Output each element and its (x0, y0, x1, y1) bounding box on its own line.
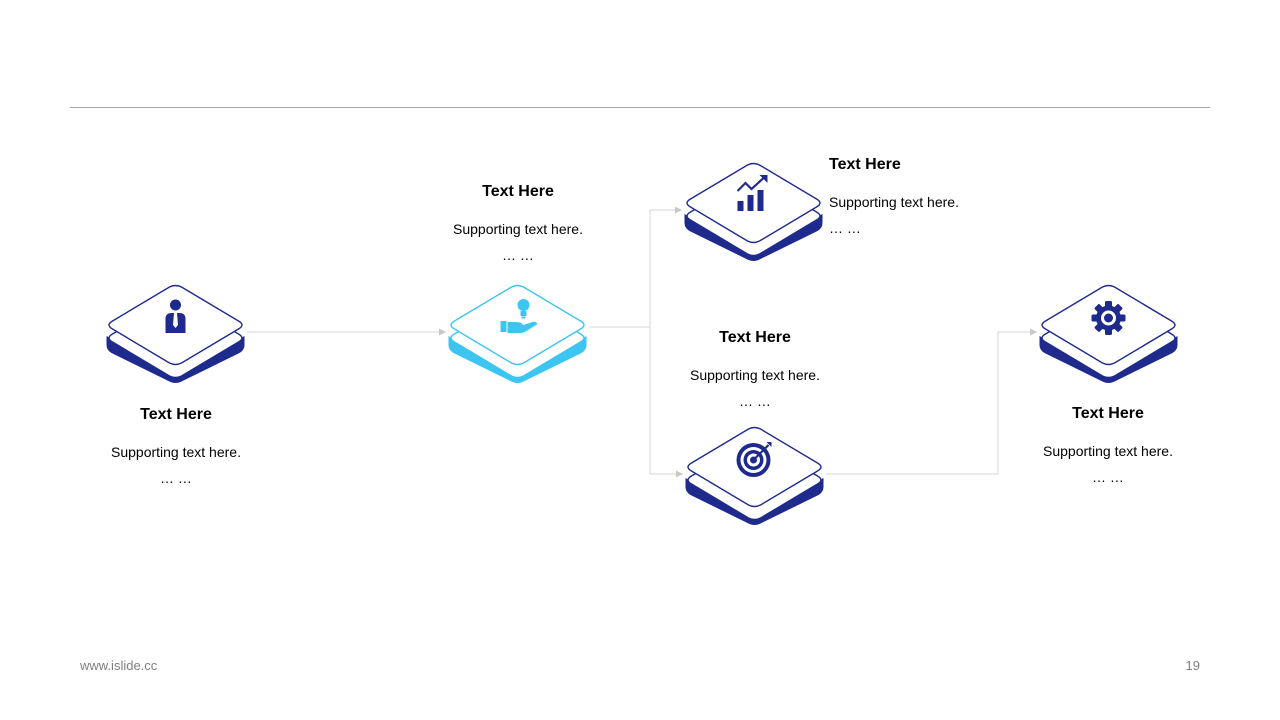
node-3-text: Text Here Supporting text here. … … (829, 155, 1029, 235)
node-5-ellipsis: … … (1092, 469, 1124, 485)
connectors (247, 206, 1037, 478)
footer-website: www.islide.cc (80, 658, 158, 673)
node-5-supporting-text: Supporting text here. (1043, 443, 1173, 459)
top-divider (70, 107, 1210, 108)
node-5-title: Text Here (1072, 405, 1144, 422)
node-3-supporting-text: Supporting text here. (829, 194, 959, 210)
gear-icon (1091, 301, 1126, 335)
node-1-supporting-text: Supporting text here. (111, 444, 241, 460)
lightbulb-hand-icon (500, 299, 538, 333)
node-3-title: Text Here (829, 156, 901, 173)
target-icon (736, 442, 772, 477)
node-2-title: Text Here (482, 183, 554, 200)
node-5-text: Text Here Supporting text here. … … (988, 404, 1228, 484)
connector-4-5 (826, 328, 1037, 475)
node-3-platform (684, 162, 823, 261)
growth-chart-icon (736, 175, 768, 211)
node-5-platform (1039, 284, 1178, 383)
node-1-title: Text Here (140, 406, 212, 423)
node-1-ellipsis: … … (160, 470, 192, 486)
node-4-supporting-text: Supporting text here. (690, 367, 820, 383)
node-4-title: Text Here (719, 329, 791, 346)
page-number: 19 (1185, 658, 1200, 673)
node-4-text: Text Here Supporting text here. … … (635, 328, 875, 408)
node-1-text: Text Here Supporting text here. … … (56, 405, 296, 485)
person-icon (165, 299, 186, 333)
node-2-text: Text Here Supporting text here. … … (398, 182, 638, 262)
node-3-ellipsis: … … (829, 220, 861, 236)
node-4-ellipsis: … … (739, 393, 771, 409)
node-2-ellipsis: … … (502, 247, 534, 263)
node-2-supporting-text: Supporting text here. (453, 221, 583, 237)
node-4-platform (685, 426, 824, 525)
node-2-platform (448, 284, 587, 383)
node-1-platform (106, 284, 245, 383)
